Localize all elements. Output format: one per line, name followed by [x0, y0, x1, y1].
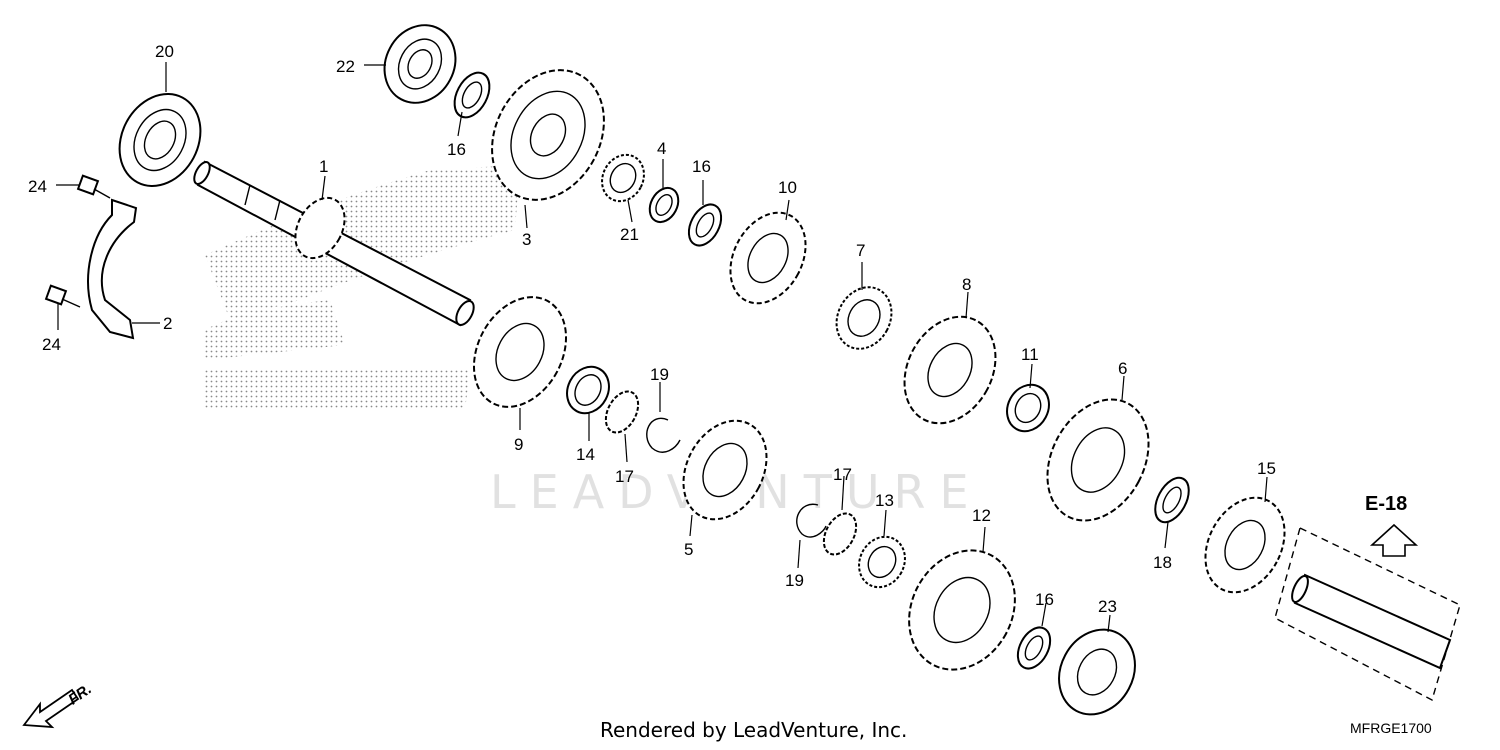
callout-5: 5 — [684, 540, 693, 559]
gear-6 — [1046, 398, 1150, 522]
callout-17: 17 — [615, 467, 634, 486]
reference-label: E-18 — [1365, 493, 1408, 515]
gear-3 — [491, 69, 605, 201]
bolt-24-bottom — [44, 284, 81, 308]
reference-arrow-icon — [1369, 523, 1419, 557]
callout-19: 19 — [650, 365, 669, 384]
callout-11: 11 — [1021, 345, 1039, 364]
bracket-2 — [87, 198, 138, 340]
callout-20: 20 — [155, 42, 174, 61]
washer-16-top — [453, 71, 491, 119]
circlip-19-lower — [796, 503, 827, 538]
callout-12: 12 — [972, 506, 991, 525]
collar-14 — [566, 365, 610, 415]
needle-bearing-13 — [858, 535, 906, 589]
callout-10: 10 — [778, 178, 797, 197]
lock-washer-17-lower — [822, 512, 858, 556]
callout-19-lower: 19 — [785, 571, 804, 590]
needle-bearing-21 — [601, 153, 645, 203]
callout-8: 8 — [962, 275, 971, 294]
leader-lines — [56, 62, 1268, 633]
mainshaft-1 — [193, 160, 475, 327]
callout-24-lower: 24 — [42, 335, 61, 354]
callout-22: 22 — [336, 57, 355, 76]
bearing-23 — [1058, 628, 1136, 716]
bolt-24-top — [76, 174, 111, 199]
callout-9: 9 — [514, 435, 523, 454]
gear-5 — [682, 419, 768, 521]
callout-1: 1 — [319, 157, 328, 176]
gear-12 — [908, 549, 1016, 671]
washer-18 — [1154, 476, 1190, 524]
front-direction-arrow-icon — [22, 688, 80, 729]
callout-16-bottom: 16 — [1035, 590, 1054, 609]
reference-countershaft — [1274, 527, 1461, 702]
callout-17-lower: 17 — [833, 465, 852, 484]
callout-13: 13 — [875, 491, 894, 510]
bearing-22 — [383, 24, 457, 104]
honda-wing-watermark — [203, 165, 520, 410]
gear-8 — [903, 315, 997, 425]
callout-4: 4 — [657, 139, 666, 158]
gear-15 — [1204, 496, 1286, 594]
bushing-11 — [1006, 383, 1050, 433]
callout-2: 2 — [163, 314, 172, 333]
callout-7: 7 — [856, 241, 865, 260]
callout-16-middle: 16 — [692, 157, 711, 176]
callout-3: 3 — [522, 230, 531, 249]
callout-21: 21 — [620, 225, 639, 244]
callout-23: 23 — [1098, 597, 1117, 616]
gear-9 — [472, 296, 568, 408]
bearing-20 — [118, 93, 202, 187]
callout-6: 6 — [1118, 359, 1127, 378]
callouts: 20 22 16 3 24 1 2 24 21 4 16 10 7 8 11 6… — [28, 42, 1276, 616]
circlip-19-upper — [646, 417, 681, 453]
callout-15: 15 — [1257, 459, 1276, 478]
callout-16: 16 — [447, 140, 466, 159]
collar-4 — [648, 186, 680, 224]
washer-16-middle — [687, 203, 723, 247]
lock-washer-17-upper — [604, 390, 640, 434]
needle-bearing-7 — [835, 286, 893, 350]
render-credit: Rendered by LeadVenture, Inc. — [600, 718, 908, 742]
callout-18: 18 — [1153, 553, 1172, 572]
washer-16-bottom — [1016, 626, 1052, 670]
callout-14: 14 — [576, 445, 595, 464]
diagram-code: MFRGE1700 — [1350, 720, 1432, 736]
gear-10 — [729, 211, 807, 305]
callout-24: 24 — [28, 177, 47, 196]
